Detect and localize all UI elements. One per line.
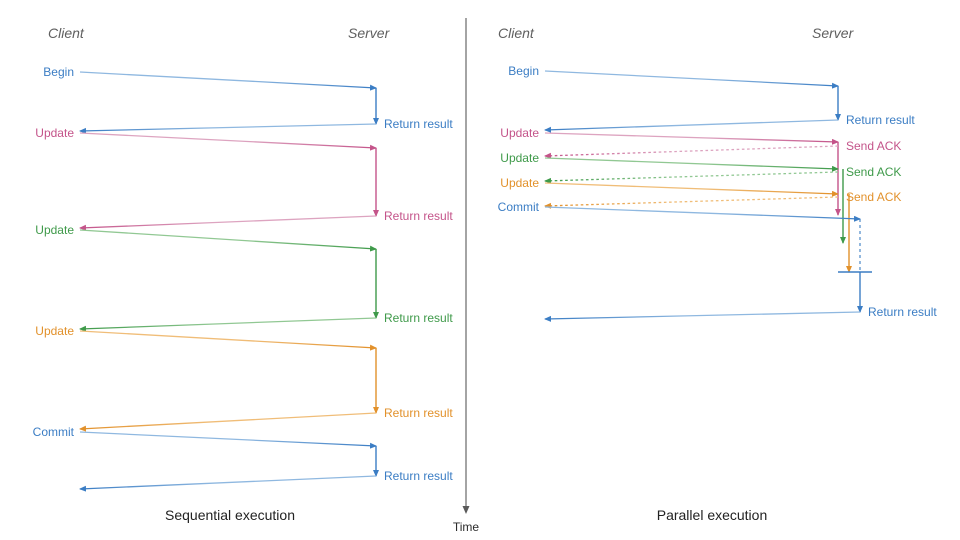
message-arrow	[544, 132, 839, 145]
message-sequential-begin: Begin	[43, 65, 377, 91]
message-parallel-update-2: Update	[500, 151, 839, 172]
message-arrow	[544, 182, 839, 197]
message-parallel-commit: Commit	[498, 200, 861, 222]
message-label: Commit	[498, 200, 540, 214]
message-sequential-update-2-return: Return result	[79, 311, 453, 332]
lane-title-server: Server	[348, 25, 391, 41]
panel-caption: Sequential execution	[165, 507, 295, 523]
message-parallel-update-3: Update	[500, 176, 839, 197]
message-parallel-update-1: Update	[500, 126, 839, 145]
message-sequential-update-3-return: Return result	[79, 406, 453, 432]
message-arrow	[544, 145, 839, 159]
message-label: Return result	[384, 406, 453, 420]
message-sequential-update-1-return: Return result	[79, 209, 453, 231]
message-label: Update	[500, 126, 539, 140]
lane-title-client: Client	[48, 25, 85, 41]
message-parallel-ack-3: Send ACK	[544, 190, 901, 209]
message-label: Update	[35, 223, 74, 237]
message-label: Return result	[384, 311, 453, 325]
message-arrow	[544, 196, 839, 209]
message-arrow	[79, 132, 377, 151]
message-parallel-begin-return: Return result	[544, 113, 915, 133]
message-parallel-ack-1: Send ACK	[544, 139, 901, 159]
message-sequential-update-1: Update	[35, 126, 377, 151]
message-label: Return result	[384, 469, 453, 483]
message-arrow	[79, 475, 377, 492]
message-label: Return result	[846, 113, 915, 127]
lane-title-server: Server	[812, 25, 855, 41]
message-label: Return result	[384, 117, 453, 131]
message-arrow	[79, 123, 377, 134]
message-sequential-update-2: Update	[35, 223, 377, 252]
message-arrow	[79, 229, 377, 252]
message-label: Send ACK	[846, 165, 901, 179]
message-arrow	[79, 71, 377, 91]
message-parallel-ack-2: Send ACK	[544, 165, 901, 184]
message-label: Return result	[868, 305, 937, 319]
message-arrow	[79, 412, 377, 432]
message-label: Update	[35, 126, 74, 140]
time-axis-arrowhead	[462, 506, 470, 514]
message-label: Begin	[43, 65, 74, 79]
message-label: Update	[500, 151, 539, 165]
message-arrow	[544, 70, 839, 89]
message-arrow	[79, 215, 377, 231]
message-parallel-begin: Begin	[508, 64, 839, 89]
message-label: Return result	[384, 209, 453, 223]
panel-caption: Parallel execution	[657, 507, 768, 523]
time-axis: Time	[453, 18, 480, 534]
message-arrow	[544, 157, 839, 172]
message-label: Send ACK	[846, 190, 901, 204]
message-arrow	[544, 171, 839, 184]
message-arrow	[79, 431, 377, 449]
message-label: Update	[35, 324, 74, 338]
message-arrow	[544, 119, 839, 133]
message-label: Begin	[508, 64, 539, 78]
message-sequential-commit: Commit	[33, 425, 377, 449]
message-sequential-update-3: Update	[35, 324, 377, 351]
message-parallel-commit-return: Return result	[544, 305, 937, 322]
message-arrow	[544, 206, 861, 222]
lane-title-client: Client	[498, 25, 535, 41]
message-label: Send ACK	[846, 139, 901, 153]
message-arrow	[79, 330, 377, 351]
message-arrow	[544, 311, 861, 322]
time-axis-label: Time	[453, 520, 480, 534]
message-label: Commit	[33, 425, 75, 439]
message-label: Update	[500, 176, 539, 190]
message-sequential-begin-return: Return result	[79, 117, 453, 134]
message-sequential-commit-return: Return result	[79, 469, 453, 492]
message-arrow	[79, 317, 377, 332]
